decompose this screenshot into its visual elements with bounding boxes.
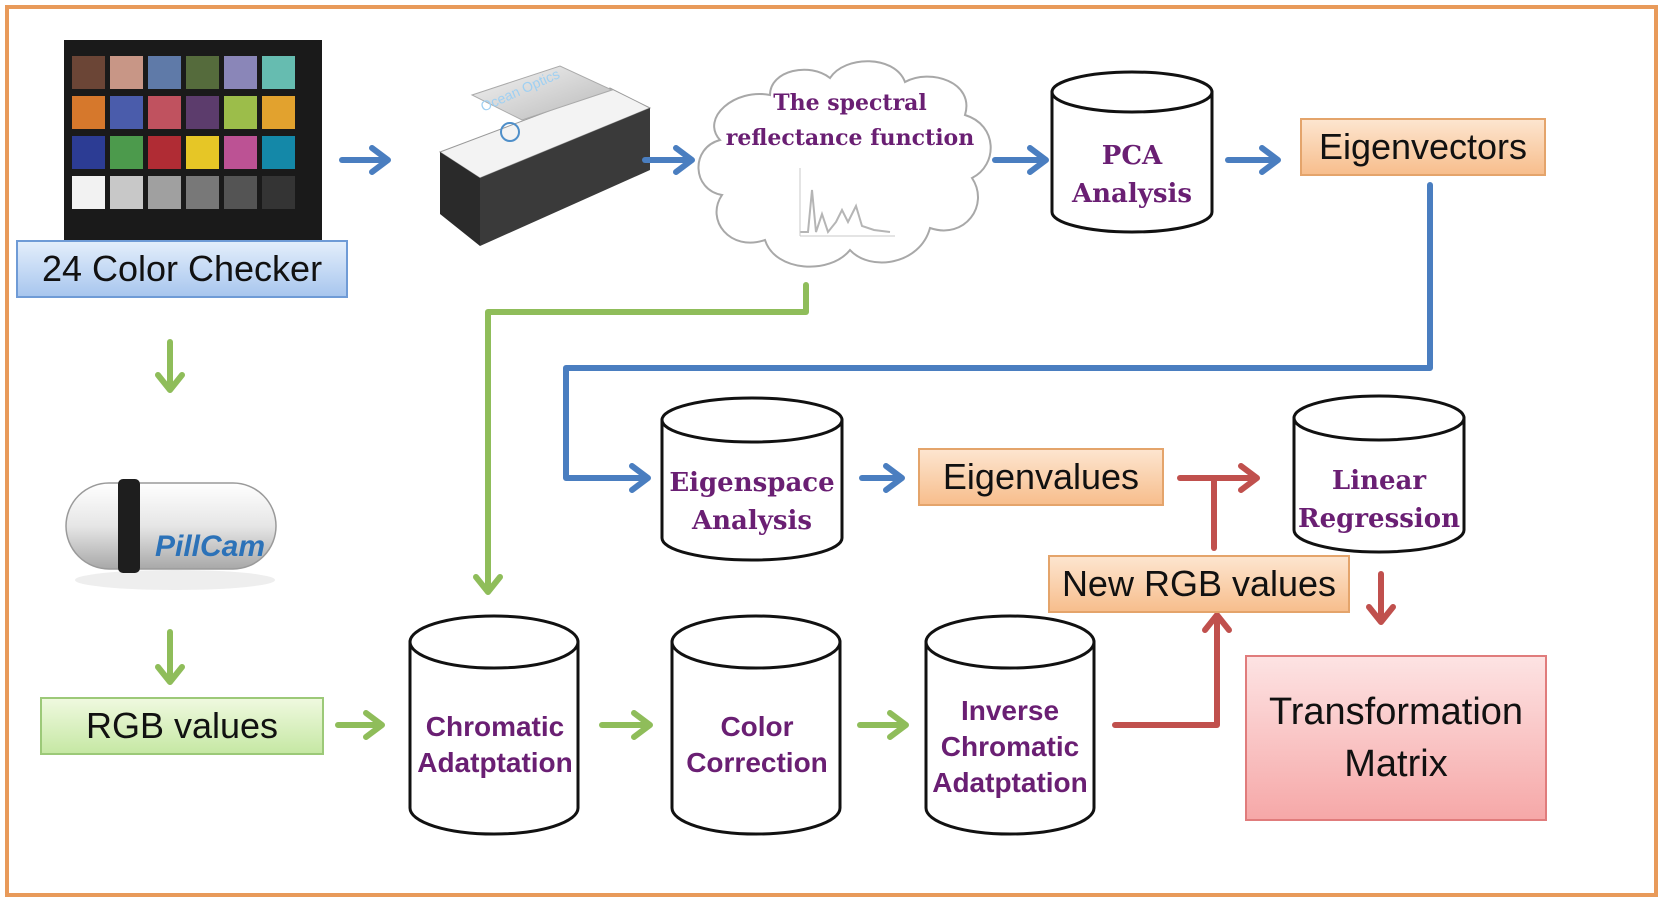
chromatic-cylinder [408,614,580,836]
color-swatch [262,136,295,169]
color-swatch [186,96,219,129]
arrow-eigenspace-to-eigenvalues [859,463,905,493]
color-correction-cylinder [670,614,842,836]
linear-regression-cylinder [1292,394,1466,554]
arrow-spectrometer-to-cloud [642,145,695,175]
spectrometer-image [438,65,652,246]
eigenvalues-box: Eigenvalues [918,448,1164,506]
rgb-values-box: RGB values [40,697,324,755]
color-swatch [186,176,219,209]
spectral-reflectance-label: The spectral reflectance function [725,90,975,151]
spectral-reflectance-cloud [697,60,992,268]
arrow-rgb-to-chromatic [335,710,385,740]
eigenspace-cylinder [660,396,844,562]
color-swatch [148,96,181,129]
line-spectral-to-chromatic [473,282,809,595]
pillcam-image [65,479,277,590]
color-swatch [72,56,105,89]
arrow-regression-to-transformation [1366,571,1396,625]
line-inverse-to-new-rgb [1112,612,1232,728]
transformation-matrix-box: Transformation Matrix [1245,655,1547,821]
color-swatch [110,136,143,169]
new-rgb-values-box: New RGB values [1048,555,1350,613]
arrow-chromatic-to-color-correction [599,710,653,740]
chromatic-adaptation-label: Chromatic Adatptation [417,711,573,778]
arrow-checker-to-pillcam [155,339,185,393]
color-swatch [224,176,257,209]
eigenvectors-box: Eigenvectors [1300,118,1546,176]
linear-regression-label: Linear Regression [1298,466,1460,534]
color-swatch [110,56,143,89]
color-correction-label: Color Correction [686,711,828,778]
color-swatch [186,56,219,89]
color-swatch [72,136,105,169]
color-swatch [148,136,181,169]
color-swatch [110,176,143,209]
color-swatch [224,96,257,129]
color-swatch [224,136,257,169]
eigenspace-analysis-label: Eigenspace Analysis [669,468,835,536]
inverse-chromatic-adaptation-label: Inverse Chromatic Adatptation [932,695,1088,798]
color-swatch [262,56,295,89]
line-new-rgb-to-linear-regression [1177,463,1260,551]
color-swatch [72,176,105,209]
color-checker-label: 24 Color Checker [16,240,348,298]
color-swatch [262,96,295,129]
arrow-checker-to-spectrometer [339,145,391,175]
color-checker-image [64,40,322,245]
arrow-cloud-to-pca [992,145,1049,175]
line-eigenvectors-to-eigenspace [563,182,1433,493]
color-swatch [110,96,143,129]
color-swatch [224,56,257,89]
inverse-chromatic-cylinder [924,614,1096,836]
pillcam-brand-text: PillCam [155,530,266,563]
color-swatch [148,56,181,89]
arrow-pillcam-to-rgb [155,629,185,685]
color-swatch [186,136,219,169]
color-swatch [72,96,105,129]
color-swatch [262,176,295,209]
pca-cylinder [1050,70,1214,234]
arrow-color-correction-to-inverse [857,710,909,740]
pca-analysis-label: PCA Analysis [1071,141,1193,209]
arrow-pca-to-eigenvectors [1225,145,1281,175]
color-swatch [148,176,181,209]
